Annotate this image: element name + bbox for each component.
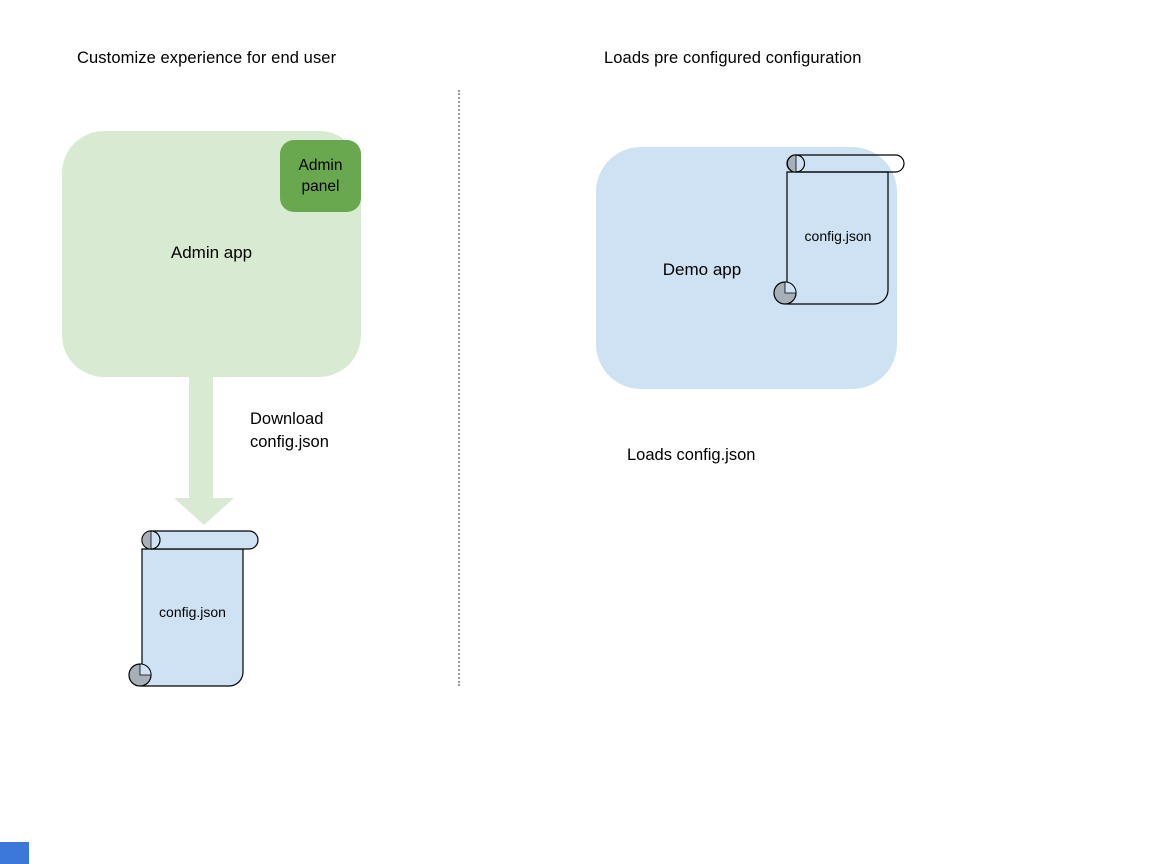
download-caption: Download config.json	[250, 410, 329, 451]
demo-app-box	[596, 147, 897, 389]
loads-config-caption: Loads config.json	[627, 446, 756, 464]
blue-corner-marker	[0, 842, 29, 864]
left-section-title: Customize experience for end user	[77, 49, 337, 67]
config-json-scroll-right	[773, 154, 905, 305]
right-section-title: Loads pre configured configuration	[604, 49, 862, 67]
download-arrow-icon	[174, 377, 234, 525]
admin-app-label: Admin app	[170, 243, 253, 262]
config-json-label-left: config.json	[159, 604, 226, 620]
section-divider	[458, 90, 460, 686]
admin-panel-label: Admin panel	[298, 157, 343, 195]
config-json-label-right: config.json	[804, 228, 872, 244]
demo-app-label: Demo app	[662, 260, 742, 279]
config-json-scroll-left	[128, 530, 259, 687]
admin-panel-box: Admin panel	[280, 140, 361, 212]
